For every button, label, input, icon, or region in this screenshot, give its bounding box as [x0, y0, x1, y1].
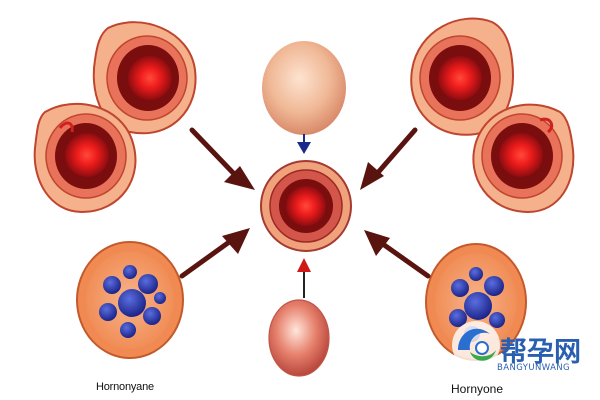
top-egg-cell	[262, 41, 346, 135]
follicle-cell-top-right-lower	[472, 103, 575, 214]
follicle-cell-top-left-upper	[92, 21, 197, 135]
follicle-cell-top-left-lower	[33, 103, 137, 214]
label-bottom-right: Hornyone	[451, 382, 504, 396]
arrow-red-from-seed	[297, 258, 311, 298]
arrow-blue-from-egg	[297, 134, 311, 154]
follicle-cell-top-right-upper	[410, 17, 514, 136]
label-bottom-left: Hornonyane	[96, 381, 154, 393]
granule-cell-left	[76, 241, 184, 359]
watermark-logo-icon	[452, 321, 500, 369]
arrow-from-top-left	[189, 127, 255, 190]
watermark-title: 帮孕网	[500, 337, 581, 368]
central-target-cell	[260, 160, 352, 252]
watermark-subtitle: BANGYUNWANG	[497, 363, 571, 373]
granule-cell-right	[425, 243, 527, 361]
arrow-from-bottom-left	[179, 228, 250, 279]
arrow-from-bottom-right	[364, 230, 431, 279]
arrow-from-top-right	[360, 127, 418, 190]
bottom-seed-cell	[268, 299, 330, 377]
